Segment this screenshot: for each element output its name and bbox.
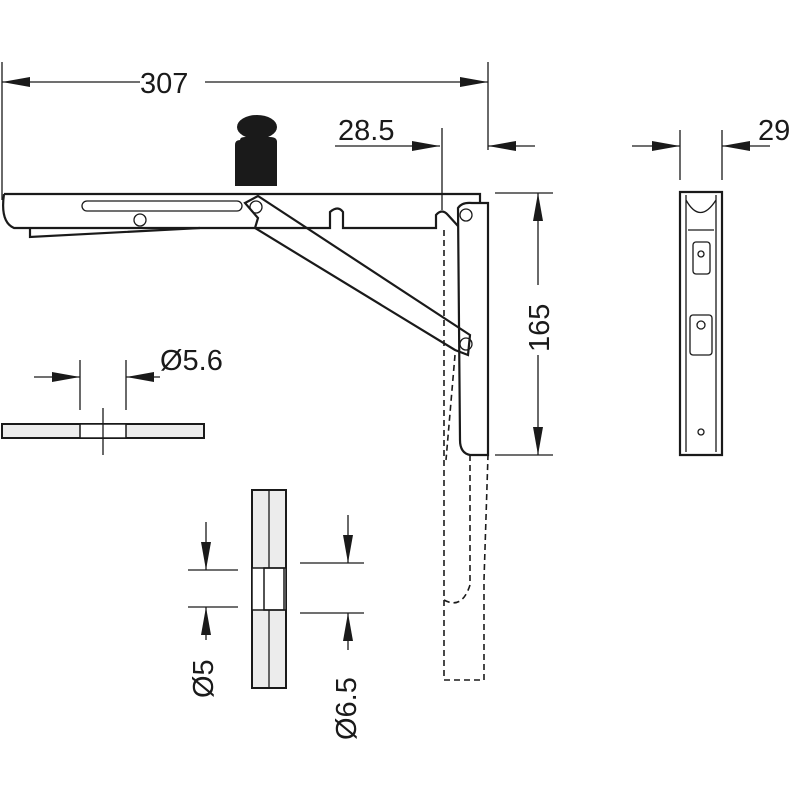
dimension-307: 307	[1, 62, 489, 200]
dimension-28-5: 28.5	[335, 115, 535, 210]
bracket-front-view: 29	[632, 115, 790, 457]
weight-icon	[235, 115, 277, 186]
bracket-side-view	[2, 192, 490, 681]
dimension-165: 165	[495, 192, 556, 456]
detail-slot-hole: Ø5.6	[1, 345, 223, 455]
dimension-label-5: Ø5	[188, 659, 220, 698]
dimension-label-29: 29	[758, 115, 790, 147]
dimension-label-307: 307	[140, 68, 188, 100]
dimension-label-6-5: Ø6.5	[331, 677, 363, 740]
dimension-label-28-5: 28.5	[338, 115, 394, 147]
dimension-label-165: 165	[524, 304, 556, 352]
detail-holes: Ø5 Ø6.5	[188, 489, 364, 740]
dimension-label-5-6: Ø5.6	[160, 345, 223, 377]
